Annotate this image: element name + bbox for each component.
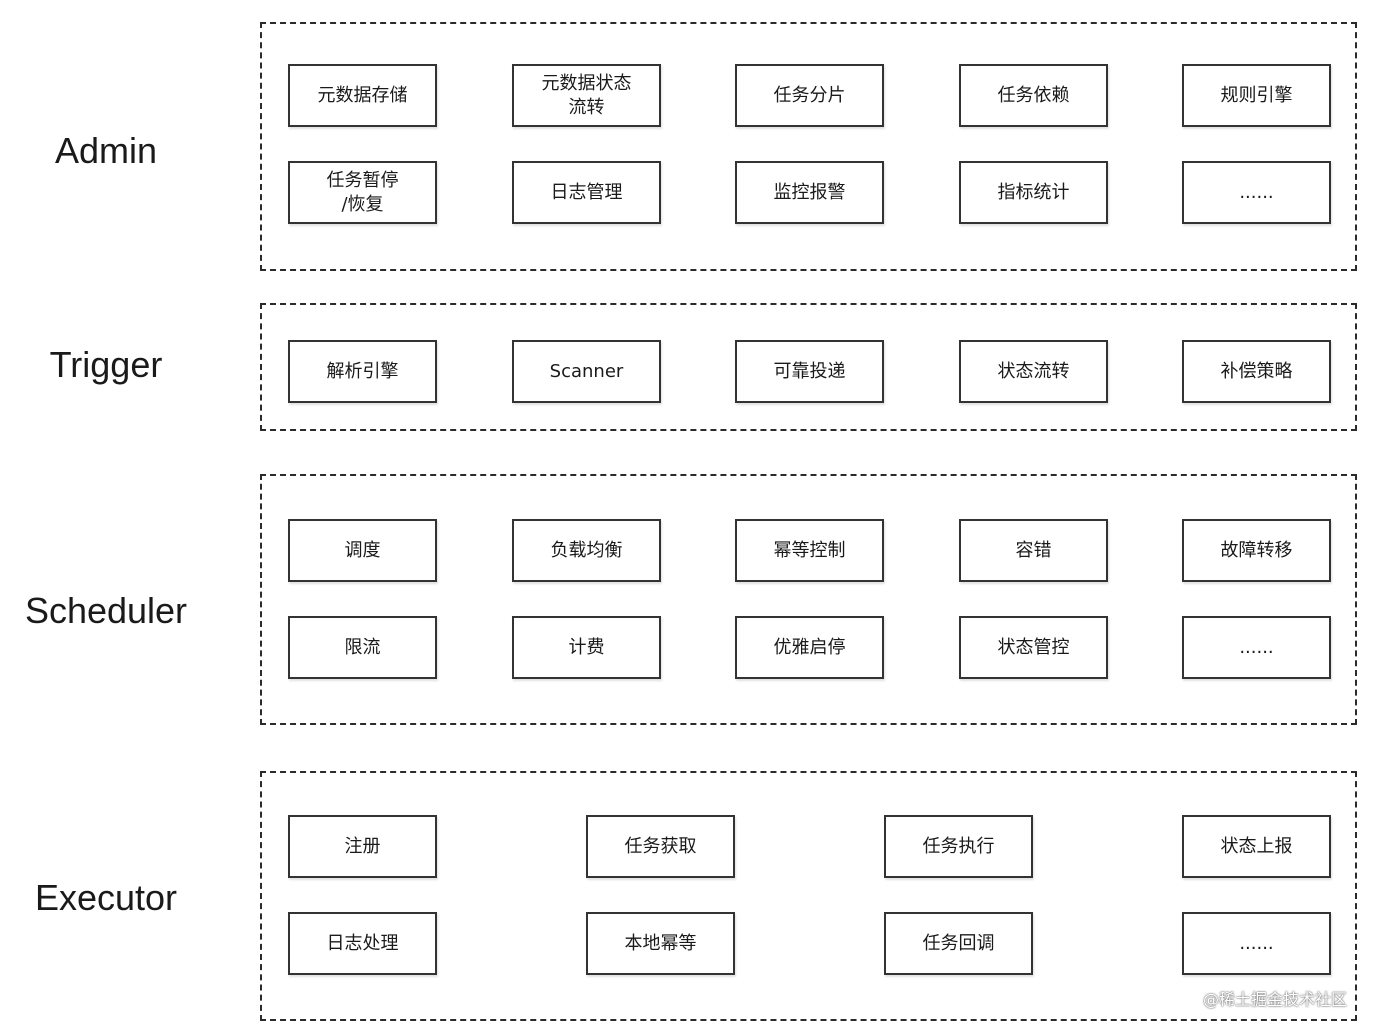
admin-component-box: 任务暂停 /恢复 — [288, 161, 437, 224]
source-credit: @稀土掘金技术社区 — [1202, 990, 1347, 1009]
scheduler-component-box: 负载均衡 — [512, 519, 661, 582]
scheduler-component-box: 幂等控制 — [735, 519, 884, 582]
scheduler-layer-frame — [260, 474, 1357, 725]
admin-layer-label: Admin — [54, 130, 158, 171]
trigger-component-box: Scanner — [512, 340, 661, 403]
executor-layer-frame — [260, 771, 1357, 1021]
scheduler-component-box: 计费 — [512, 616, 661, 679]
executor-component-box: 注册 — [288, 815, 437, 878]
trigger-component-box: 可靠投递 — [735, 340, 884, 403]
admin-component-box: 元数据存储 — [288, 64, 437, 127]
trigger-component-box: 解析引擎 — [288, 340, 437, 403]
scheduler-component-box: 限流 — [288, 616, 437, 679]
executor-component-box: ...... — [1182, 912, 1331, 975]
scheduler-layer-label: Scheduler — [24, 590, 188, 631]
executor-component-box: 任务回调 — [884, 912, 1033, 975]
trigger-component-box: 状态流转 — [959, 340, 1108, 403]
executor-component-box: 日志处理 — [288, 912, 437, 975]
trigger-component-box: 补偿策略 — [1182, 340, 1331, 403]
admin-component-box: 日志管理 — [512, 161, 661, 224]
scheduler-component-box: 优雅启停 — [735, 616, 884, 679]
admin-component-box: 监控报警 — [735, 161, 884, 224]
executor-component-box: 状态上报 — [1182, 815, 1331, 878]
scheduler-component-box: ...... — [1182, 616, 1331, 679]
scheduler-component-box: 容错 — [959, 519, 1108, 582]
scheduler-component-box: 调度 — [288, 519, 437, 582]
executor-component-box: 本地幂等 — [586, 912, 735, 975]
admin-layer-frame — [260, 22, 1357, 271]
executor-component-box: 任务获取 — [586, 815, 735, 878]
trigger-layer-frame — [260, 303, 1357, 431]
admin-component-box: 任务依赖 — [959, 64, 1108, 127]
scheduler-component-box: 故障转移 — [1182, 519, 1331, 582]
executor-layer-label: Executor — [34, 877, 178, 918]
admin-component-box: 指标统计 — [959, 161, 1108, 224]
trigger-layer-label: Trigger — [49, 344, 163, 385]
admin-component-box: 规则引擎 — [1182, 64, 1331, 127]
scheduler-component-box: 状态管控 — [959, 616, 1108, 679]
admin-component-box: 任务分片 — [735, 64, 884, 127]
executor-component-box: 任务执行 — [884, 815, 1033, 878]
admin-component-box: ...... — [1182, 161, 1331, 224]
admin-component-box: 元数据状态 流转 — [512, 64, 661, 127]
